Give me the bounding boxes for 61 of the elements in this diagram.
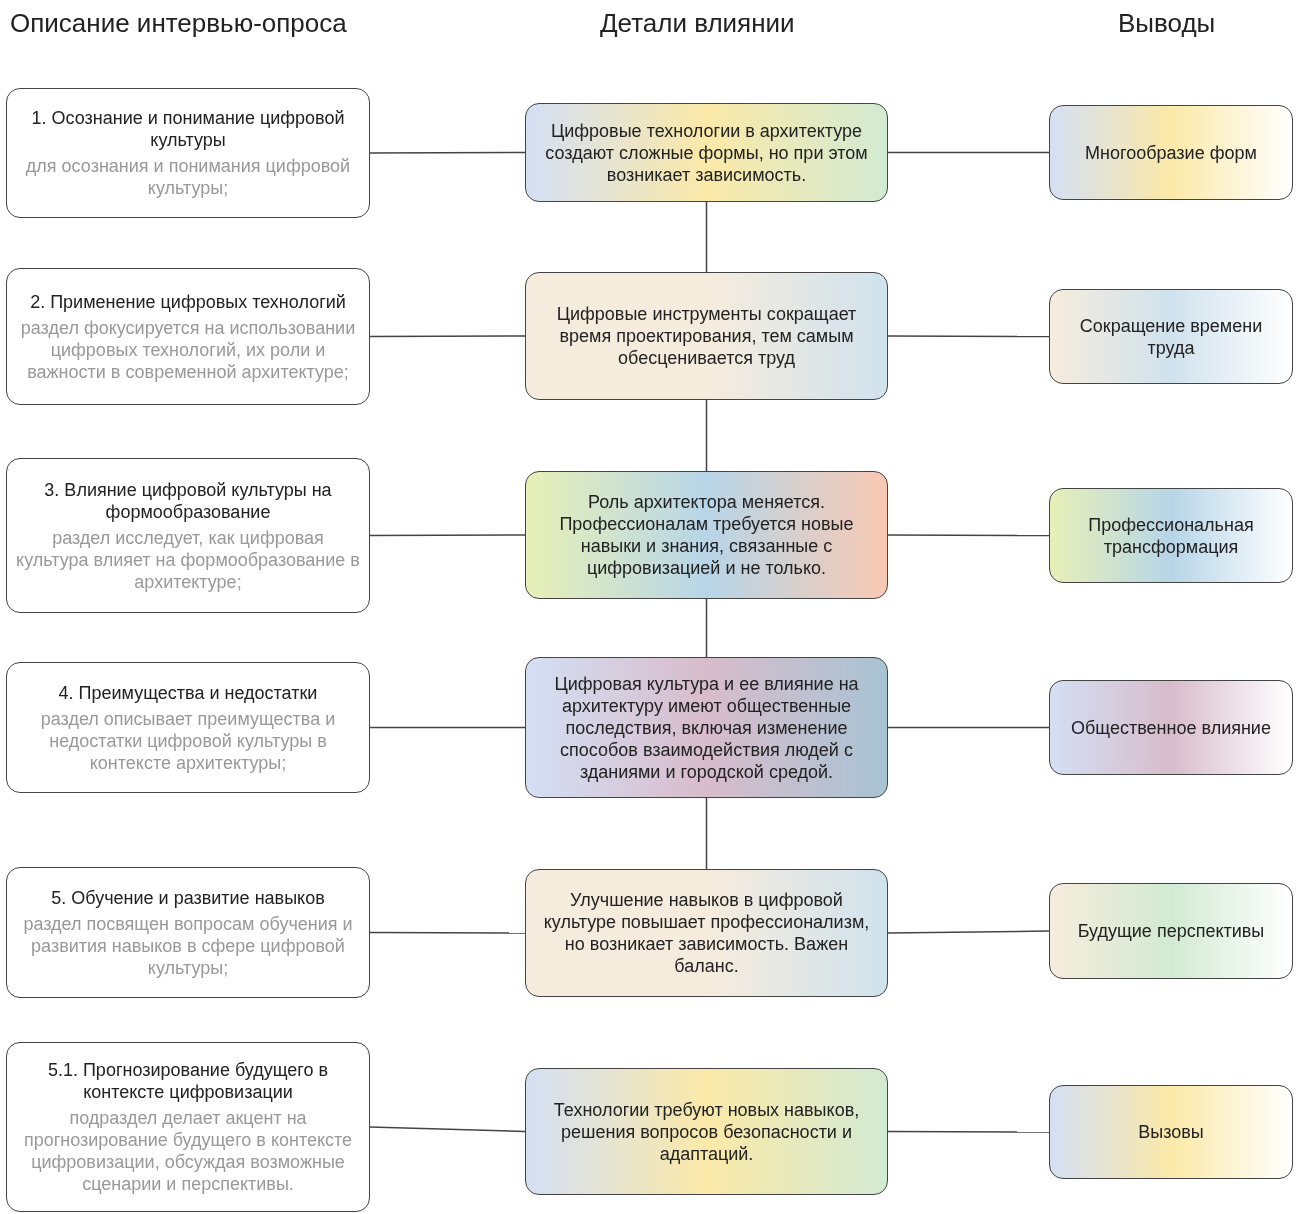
conclusion-box [1049, 883, 1293, 979]
section-box [6, 88, 370, 218]
impact-text: Цифровая культура и ее влияние на архитектуру имеют общественные последствия, включая изменение способов взаимодействия людей с зданиями и городской средой. [553, 672, 860, 783]
section-box [6, 662, 370, 793]
impact-box [525, 471, 888, 599]
impact-box [525, 103, 888, 202]
conclusion-box [1049, 488, 1293, 583]
section-description: раздел посвящен вопросам обучения и развития навыков в сфере цифровой культуры; [22, 912, 354, 979]
impact-text: Технологии требуют новых навыков, решения вопросов безопасности и адаптаций. [552, 1098, 861, 1165]
connector-line [369, 931, 526, 934]
conclusion-text: Общественное влияние [1071, 716, 1271, 739]
connector-line [369, 335, 526, 338]
connector-line [705, 399, 708, 472]
conclusion-box [1049, 680, 1293, 775]
section-box [6, 268, 370, 405]
connector-line [887, 930, 1050, 934]
impact-box [525, 272, 888, 400]
section-box [6, 1042, 370, 1212]
connector-line [705, 797, 708, 870]
section-description: раздел исследует, как цифровая культура влияет на формообразование в архитектуре; [15, 526, 361, 593]
connector-line [887, 726, 1050, 729]
connector-line [369, 151, 526, 154]
section-heading: 3. Влияние цифровой культуры на формообразование [43, 478, 333, 523]
impact-box [525, 657, 888, 798]
section-description: подраздел делает акцент на прогнозирование будущего в контексте цифровизации, обсуждая возможные сценарии и перспективы. [22, 1107, 354, 1195]
section-box [6, 458, 370, 613]
connector-line [887, 335, 1050, 338]
section-heading: 4. Преимущества и недостатки [58, 681, 318, 704]
impact-text: Цифровые инструменты сокращает время проектирования, тем самым обесценивается труд [555, 303, 858, 369]
column-heading: Детали влиянии [600, 8, 795, 39]
section-description: раздел фокусируется на использовании цифровых технологий, их роли и важности в современной архитектуре; [19, 316, 357, 383]
connector-line [887, 534, 1050, 537]
impact-box [525, 869, 888, 997]
section-heading: 2. Применение цифровых технологий [30, 290, 346, 313]
connector-line [369, 534, 526, 537]
impact-text: Роль архитектора меняется. Профессионалам требуется новые навыки и знания, связанные с цифровизацией и не только. [558, 491, 855, 579]
conclusion-box [1049, 105, 1293, 200]
connector-line [705, 201, 708, 273]
connector-line [705, 598, 708, 658]
impact-box [525, 1068, 888, 1195]
section-box [6, 867, 370, 998]
conclusion-text: Многообразие форм [1085, 141, 1257, 164]
connector-line [369, 726, 526, 729]
impact-text: Цифровые технологии в архитектуре создают сложные формы, но при этом возникает зависимость. [544, 119, 869, 186]
conclusion-box [1049, 289, 1293, 384]
section-description: раздел описывает преимущества и недостатки цифровой культуры в контексте архитектуры; [39, 707, 337, 774]
section-heading: 5. Обучение и развитие навыков [51, 886, 325, 909]
conclusion-text: Сокращение времени труда [1078, 314, 1264, 359]
column-heading: Выводы [1118, 8, 1216, 39]
section-heading: 1. Осознание и понимание цифровой культуры [30, 107, 346, 151]
section-heading: 5.1. Прогнозирование будущего в контексте цифровизации [46, 1059, 330, 1103]
impact-text: Улучшение навыков в цифровой культуре повышает профессионализм, но возникает зависимость. Важен баланс. [542, 889, 871, 977]
connector-line [887, 1130, 1050, 1133]
connector-line [887, 151, 1050, 154]
conclusion-text: Будущие перспективы [1077, 920, 1265, 942]
conclusion-box [1049, 1085, 1293, 1179]
connector-line [369, 1126, 526, 1133]
conclusion-text: Вызовы [1138, 1121, 1204, 1143]
section-description: для осознания и понимания цифровой культуры; [24, 155, 352, 199]
conclusion-text: Профессиональная трансформация [1087, 513, 1255, 558]
column-heading: Описание интервью-опроса [10, 8, 347, 39]
